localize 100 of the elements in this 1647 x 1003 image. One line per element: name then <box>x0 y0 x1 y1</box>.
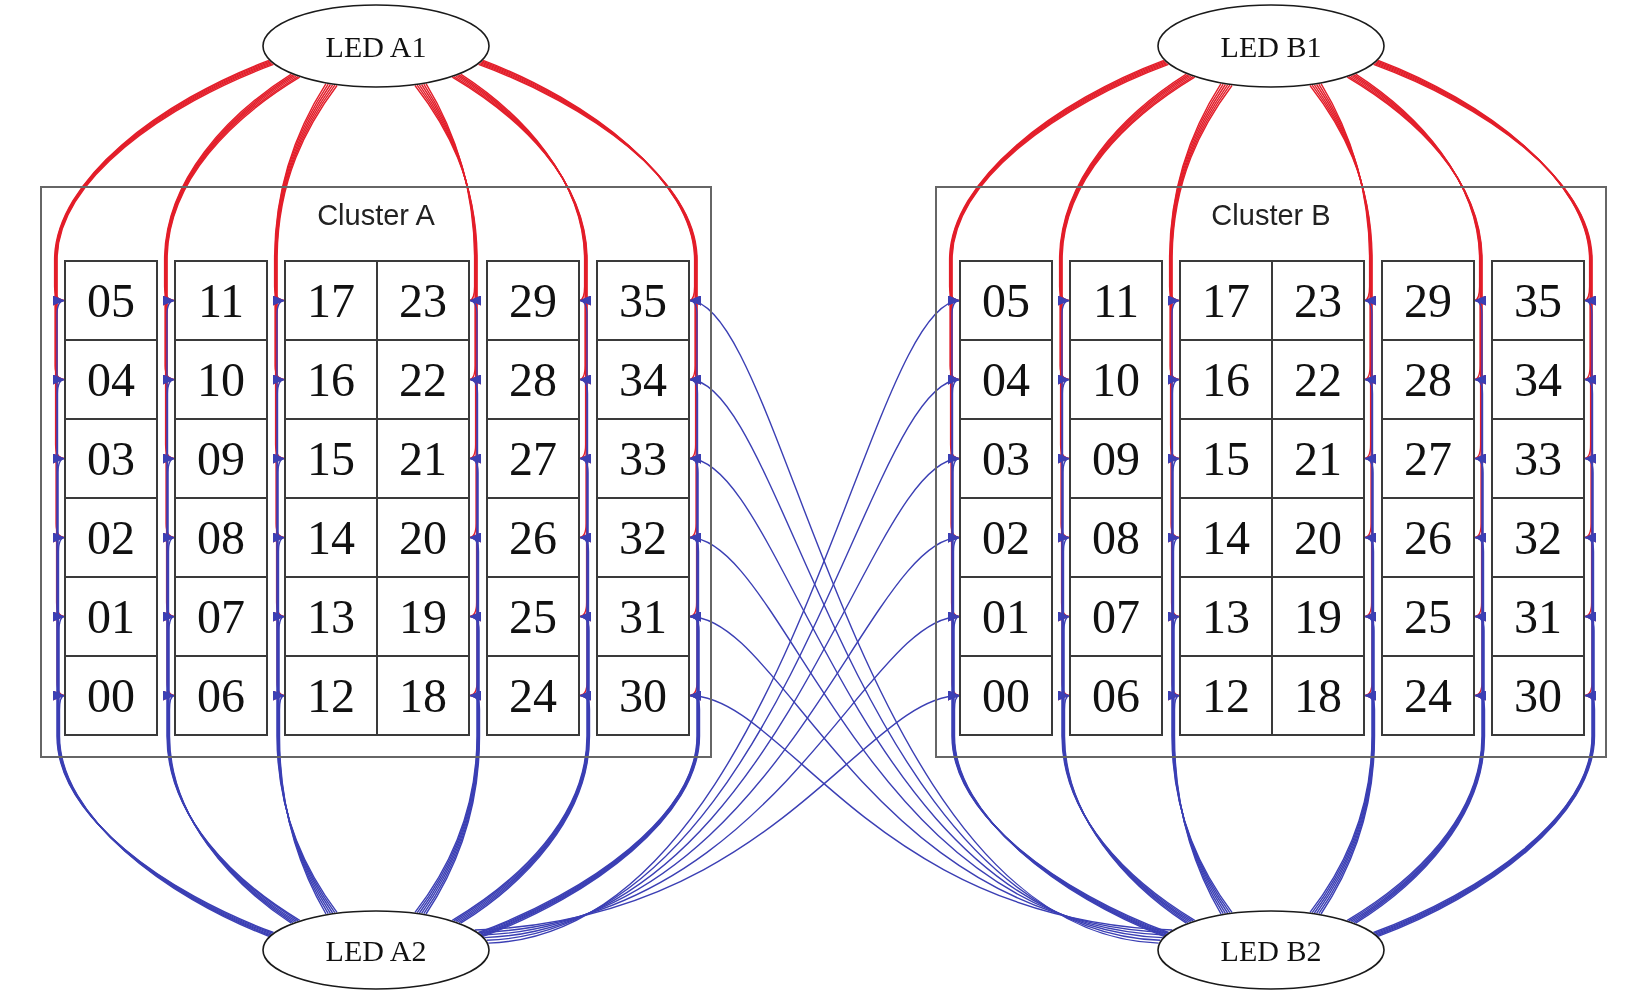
cell-number: 02 <box>87 513 135 562</box>
cell-number: 34 <box>1514 355 1562 404</box>
grid-cell <box>596 576 690 657</box>
curved-arrow <box>423 612 482 915</box>
curved-arrow <box>1311 375 1377 914</box>
curved-arrow <box>272 375 336 914</box>
curved-arrow <box>1376 612 1597 937</box>
grid-cell <box>1271 260 1365 341</box>
curved-arrow <box>1318 612 1377 915</box>
cell-number: 14 <box>307 513 355 562</box>
curved-arrow <box>1057 533 1191 923</box>
grid-cell <box>1381 418 1475 499</box>
curved-arrow <box>272 612 329 915</box>
cell-number: 04 <box>982 355 1030 404</box>
grid-cell <box>174 576 268 657</box>
curved-arrow <box>688 614 1170 934</box>
cell-number: 32 <box>1514 513 1562 562</box>
cell-number: 22 <box>399 355 447 404</box>
curved-arrow <box>1351 533 1487 923</box>
cell-number: 12 <box>307 671 355 720</box>
curved-arrow <box>1313 454 1377 914</box>
grid-cell <box>174 418 268 499</box>
curved-arrow <box>418 454 482 914</box>
cell-number: 16 <box>307 355 355 404</box>
cell-number: 25 <box>1404 592 1452 641</box>
grid-cell <box>1491 655 1585 736</box>
curved-arrow <box>1057 691 1187 924</box>
curved-arrow <box>272 296 338 914</box>
grid-cell <box>486 576 580 657</box>
curved-arrow <box>414 296 482 914</box>
cell-number: 14 <box>1202 513 1250 562</box>
grid-cell <box>174 260 268 341</box>
cell-number: 27 <box>509 434 557 483</box>
cell-number: 13 <box>1202 592 1250 641</box>
grid-cell <box>1179 655 1273 736</box>
grid-cell <box>1491 418 1585 499</box>
cell-number: 06 <box>1092 671 1140 720</box>
cell-number: 30 <box>619 671 667 720</box>
curved-arrow <box>688 536 1166 936</box>
grid-cell <box>1381 576 1475 657</box>
cell-number: 30 <box>1514 671 1562 720</box>
grid-cell <box>596 497 690 578</box>
curved-arrow <box>1057 612 1189 924</box>
curved-arrow <box>474 692 961 931</box>
grid-cell <box>959 418 1053 499</box>
grid-cell <box>174 497 268 578</box>
curved-arrow <box>272 691 327 915</box>
grid-cell <box>64 655 158 736</box>
curved-arrow <box>420 533 482 914</box>
grid-cell <box>64 418 158 499</box>
cell-number: 05 <box>982 276 1030 325</box>
cell-number: 22 <box>1294 355 1342 404</box>
curved-arrow <box>1350 454 1487 923</box>
curved-arrow <box>416 375 482 914</box>
curved-arrow <box>425 691 482 915</box>
grid-cell <box>959 260 1053 341</box>
cell-number: 34 <box>619 355 667 404</box>
cell-number: 15 <box>1202 434 1250 483</box>
curved-arrow <box>1167 375 1231 914</box>
curved-arrow <box>1320 691 1377 915</box>
cell-number: 17 <box>307 276 355 325</box>
cell-number: 11 <box>197 276 245 325</box>
led-ellipse <box>1157 4 1385 88</box>
cell-number: 02 <box>982 513 1030 562</box>
led-label: LED A2 <box>325 933 427 967</box>
grid-cell <box>959 655 1053 736</box>
curved-arrow <box>456 533 592 923</box>
curved-arrow <box>1167 533 1227 914</box>
curved-arrow <box>1167 691 1222 915</box>
grid-cell <box>64 576 158 657</box>
cell-number: 23 <box>399 276 447 325</box>
cluster-title: Cluster B <box>1211 200 1331 232</box>
grid-cell <box>1381 260 1475 341</box>
cell-number: 33 <box>619 434 667 483</box>
cluster-frame <box>935 186 1607 758</box>
curved-arrow <box>162 691 292 924</box>
grid-cell <box>1069 339 1163 420</box>
curved-arrow <box>272 454 334 914</box>
grid-cell <box>486 418 580 499</box>
cell-number: 35 <box>619 276 667 325</box>
grid-cell <box>1271 655 1365 736</box>
grid-cell <box>284 260 378 341</box>
cell-number: 07 <box>197 592 245 641</box>
grid-cell <box>596 260 690 341</box>
grid-cell <box>596 339 690 420</box>
curved-arrow <box>52 612 271 937</box>
grid-cell <box>1179 260 1273 341</box>
curved-arrow <box>458 612 592 924</box>
cell-number: 21 <box>399 434 447 483</box>
cell-number: 12 <box>1202 671 1250 720</box>
cell-number: 11 <box>1092 276 1140 325</box>
grid-cell <box>64 497 158 578</box>
curved-arrow <box>460 691 592 924</box>
grid-cell <box>1381 655 1475 736</box>
grid-cell <box>486 655 580 736</box>
cell-number: 03 <box>982 434 1030 483</box>
cell-number: 31 <box>1514 592 1562 641</box>
curved-arrow <box>1355 691 1487 924</box>
grid-cell <box>959 497 1053 578</box>
curved-arrow <box>481 536 961 936</box>
